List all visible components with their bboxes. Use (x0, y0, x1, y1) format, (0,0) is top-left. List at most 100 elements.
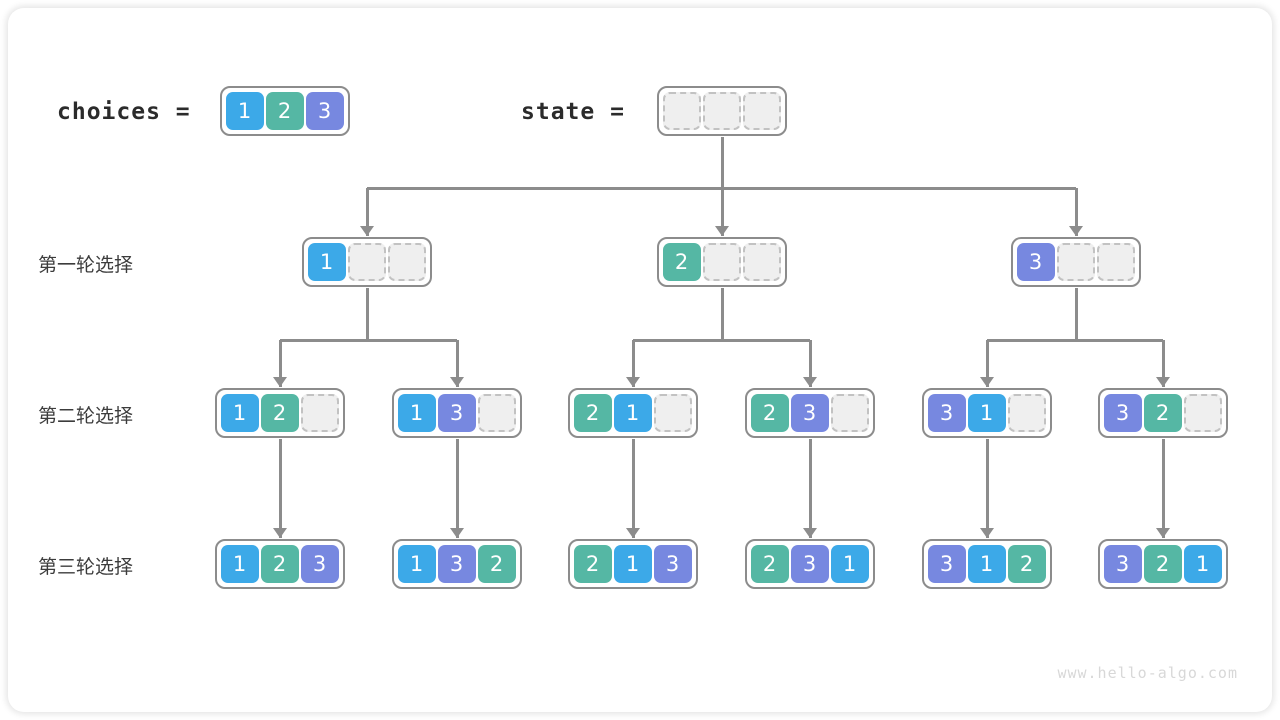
arrowhead-icon (803, 376, 817, 387)
connector-line (1161, 340, 1165, 387)
node-round-1: 3 (1010, 236, 1141, 287)
array-cell: 3 (653, 544, 692, 583)
array-cell-empty (300, 393, 339, 432)
array-cell: 3 (1103, 544, 1142, 583)
array-cell-empty (830, 393, 869, 432)
arrowhead-icon (1156, 527, 1170, 538)
arrowhead-icon (980, 527, 994, 538)
arrowhead-icon (980, 376, 994, 387)
array-cell: 2 (750, 393, 789, 432)
arrowhead-icon (1069, 225, 1083, 236)
array-cell: 3 (305, 91, 344, 130)
array-cell: 1 (397, 393, 436, 432)
connector-line (1161, 438, 1165, 538)
array-cell: 2 (1143, 393, 1182, 432)
array-cell: 3 (1103, 393, 1142, 432)
array-cell: 3 (437, 544, 476, 583)
watermark: www.hello-algo.com (1057, 664, 1238, 682)
array-cell: 1 (220, 544, 259, 583)
array-cell-empty (662, 91, 701, 130)
state-array (656, 85, 787, 136)
array-cell: 3 (790, 544, 829, 583)
array-cell-empty (742, 91, 781, 130)
connector-line (631, 438, 635, 538)
array-cell: 3 (927, 544, 966, 583)
array-cell: 2 (260, 393, 299, 432)
connector-line (1074, 188, 1078, 236)
array-cell-empty (702, 91, 741, 130)
array-cell: 1 (1183, 544, 1222, 583)
array-cell-empty (653, 393, 692, 432)
array-cell-empty (347, 242, 386, 281)
array-cell-empty (742, 242, 781, 281)
array-cell-empty (387, 242, 426, 281)
array-cell: 3 (927, 393, 966, 432)
connector-line (365, 287, 369, 340)
diagram-frame (8, 8, 1272, 712)
node-round-1: 1 (301, 236, 432, 287)
array-cell: 1 (967, 393, 1006, 432)
connector-line (455, 340, 459, 387)
arrowhead-icon (450, 376, 464, 387)
node-round-1: 2 (656, 236, 787, 287)
connector-line (985, 340, 989, 387)
array-cell: 2 (477, 544, 516, 583)
array-cell-empty (1007, 393, 1046, 432)
connector-line (808, 438, 812, 538)
array-cell: 2 (662, 242, 701, 281)
array-cell: 2 (573, 544, 612, 583)
array-cell: 1 (967, 544, 1006, 583)
array-cell: 2 (573, 393, 612, 432)
connector-line (720, 188, 724, 236)
arrowhead-icon (803, 527, 817, 538)
array-cell: 2 (1143, 544, 1182, 583)
array-cell: 1 (830, 544, 869, 583)
arrowhead-icon (360, 225, 374, 236)
array-cell: 1 (613, 544, 652, 583)
array-cell: 2 (260, 544, 299, 583)
choices-label: choices = (57, 99, 191, 125)
array-cell: 2 (265, 91, 304, 130)
connector-line (720, 287, 724, 340)
connector-line (720, 136, 724, 188)
connector-line (987, 338, 1163, 342)
connector-line (365, 188, 369, 236)
connector-line (1074, 287, 1078, 340)
arrowhead-icon (715, 225, 729, 236)
array-cell-empty (1096, 242, 1135, 281)
row-label-round-2: 第二轮选择 (38, 405, 134, 427)
array-cell: 2 (750, 544, 789, 583)
array-cell-empty (1183, 393, 1222, 432)
array-cell: 3 (300, 544, 339, 583)
connector-line (985, 438, 989, 538)
array-cell-empty (477, 393, 516, 432)
array-cell: 3 (790, 393, 829, 432)
connector-line (280, 338, 457, 342)
arrowhead-icon (1156, 376, 1170, 387)
connector-line (278, 340, 282, 387)
connector-line (633, 338, 810, 342)
array-cell: 1 (220, 393, 259, 432)
array-cell: 1 (613, 393, 652, 432)
arrowhead-icon (626, 376, 640, 387)
connector-line (278, 438, 282, 538)
array-cell: 3 (437, 393, 476, 432)
arrowhead-icon (273, 527, 287, 538)
array-cell-empty (1056, 242, 1095, 281)
row-label-round-1: 第一轮选择 (38, 254, 134, 276)
arrowhead-icon (273, 376, 287, 387)
connector-line (631, 340, 635, 387)
